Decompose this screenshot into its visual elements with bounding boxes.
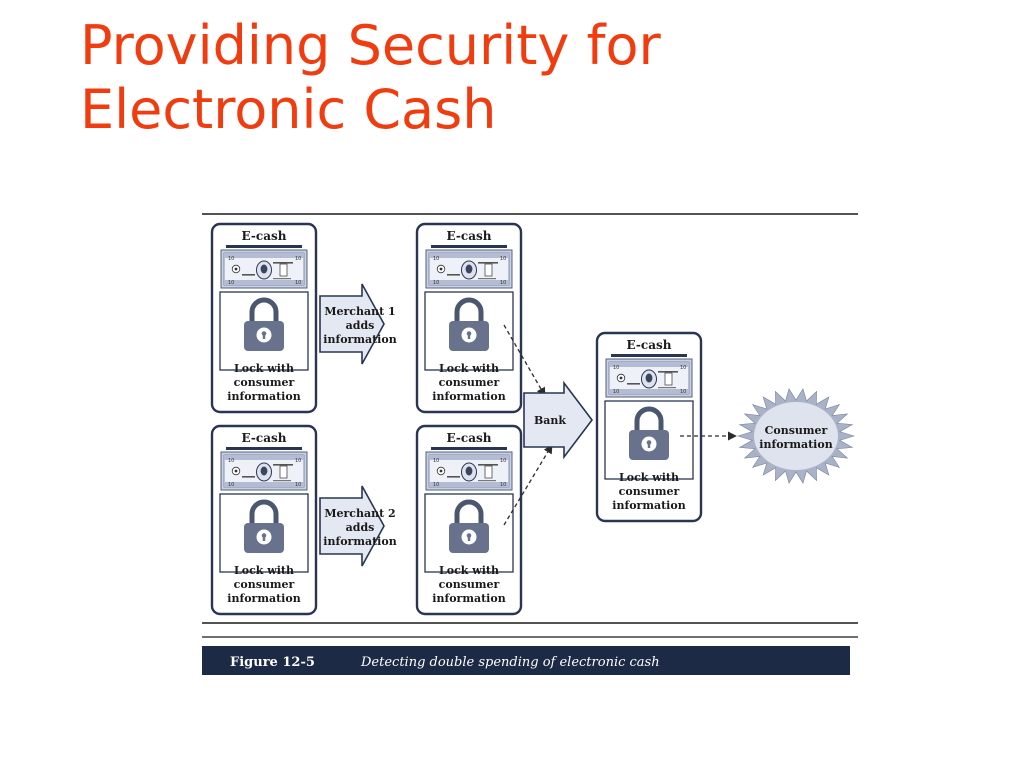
lock-caption-line: consumer bbox=[234, 376, 295, 389]
figure-caption-band bbox=[202, 646, 850, 675]
merchant-1-adds: adds bbox=[346, 319, 375, 332]
lock-caption-line: Lock with bbox=[439, 362, 499, 375]
lock-caption-line: information bbox=[612, 499, 685, 512]
lock-caption-line: Lock with bbox=[234, 564, 294, 577]
lock-caption-line: information bbox=[227, 390, 300, 403]
lock-caption-line: Lock with bbox=[234, 362, 294, 375]
lock-caption-line: Lock with bbox=[619, 471, 679, 484]
ecash-card-bottom-middle: E-cash Lock with consumer information bbox=[417, 426, 521, 614]
lock-caption-line: information bbox=[432, 592, 505, 605]
ecash-label: E-cash bbox=[242, 431, 287, 445]
lock-caption-line: consumer bbox=[439, 376, 500, 389]
lock-caption-line: consumer bbox=[619, 485, 680, 498]
lock-caption-line: information bbox=[432, 390, 505, 403]
ecash-label: E-cash bbox=[447, 229, 492, 243]
dashed-arrow-to-bank-bottom bbox=[503, 444, 553, 526]
ecash-label: E-cash bbox=[447, 431, 492, 445]
lock-caption-line: consumer bbox=[439, 578, 500, 591]
bank-label: Bank bbox=[534, 414, 566, 427]
ecash-label: E-cash bbox=[627, 338, 672, 352]
ecash-card-bottom-left: E-cash Lock with consumer information bbox=[212, 426, 316, 614]
merchant-2-label: Merchant 2 bbox=[324, 507, 395, 520]
ecash-card-bank: E-cash Lock with consumer information bbox=[597, 333, 701, 521]
merchant-1-label: Merchant 1 bbox=[324, 305, 395, 318]
consumer-info-line-2: information bbox=[759, 438, 832, 451]
merchant-1-information: information bbox=[323, 333, 396, 346]
figure-caption-number: Figure 12-5 bbox=[230, 655, 315, 670]
slide-title-line-2: Electronic Cash bbox=[80, 78, 497, 141]
ecash-label: E-cash bbox=[242, 229, 287, 243]
merchant-2-arrow: Merchant 2 adds information bbox=[319, 485, 397, 567]
ecash-card-top-middle: E-cash Lock with consumer information bbox=[417, 224, 521, 412]
lock-caption-line: Lock with bbox=[439, 564, 499, 577]
merchant-2-adds: adds bbox=[346, 521, 375, 534]
merchant-1-arrow: Merchant 1 adds information bbox=[319, 283, 397, 365]
burst-core bbox=[754, 402, 838, 470]
slide-title-line-1: Providing Security for bbox=[80, 14, 661, 77]
slide-title: Providing Security for Electronic Cash bbox=[80, 14, 661, 142]
merchant-2-information: information bbox=[323, 535, 396, 548]
lock-caption-line: consumer bbox=[234, 578, 295, 591]
bank-arrow: Bank bbox=[523, 380, 594, 460]
figure-caption-text: Detecting double spending of electronic … bbox=[360, 655, 660, 670]
ecash-card-top-left: E-cash Lock with consumer information bbox=[212, 224, 316, 412]
consumer-info-burst: Consumer information bbox=[736, 388, 856, 484]
consumer-info-line-1: Consumer bbox=[765, 424, 828, 437]
lock-caption-line: information bbox=[227, 592, 300, 605]
